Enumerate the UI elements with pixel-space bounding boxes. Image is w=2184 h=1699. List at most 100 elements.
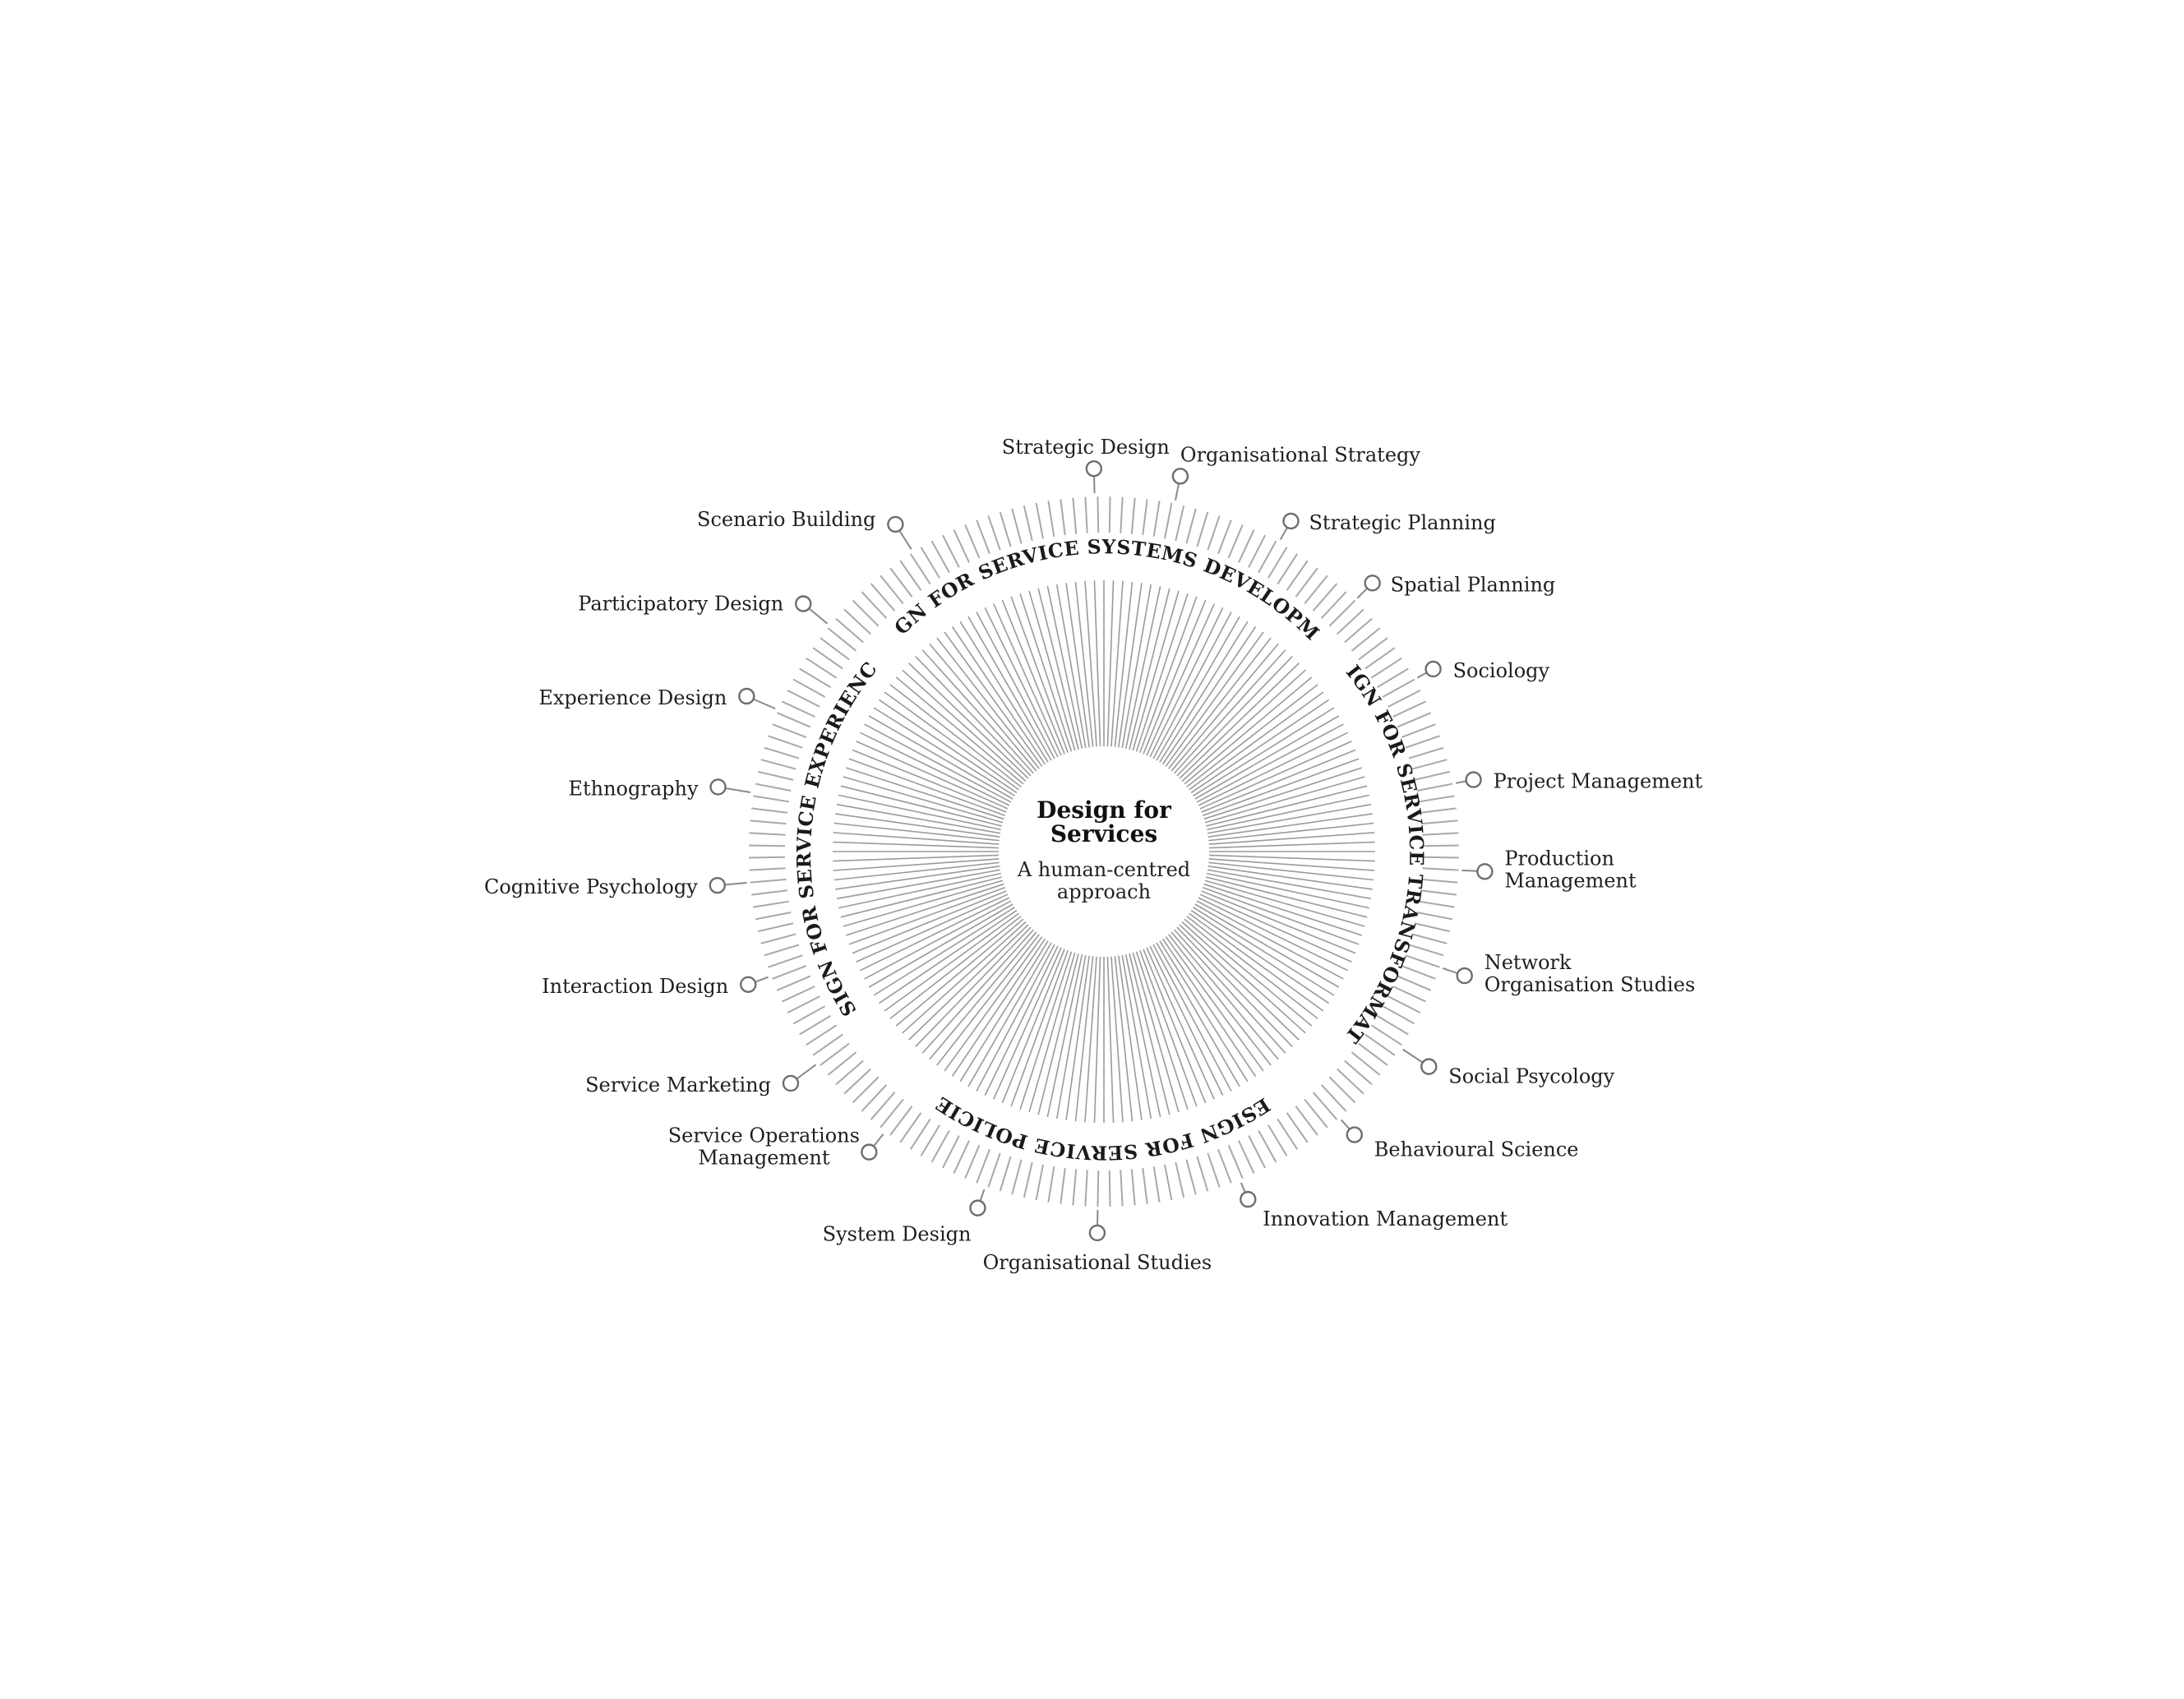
outer-ray bbox=[1217, 1148, 1232, 1184]
inner-ray bbox=[852, 749, 1007, 813]
inner-ray bbox=[1208, 822, 1374, 842]
outer-ray bbox=[1388, 689, 1421, 708]
outer-ray bbox=[1277, 1118, 1299, 1150]
discipline-dot bbox=[861, 1143, 878, 1161]
center-title-line2: Services bbox=[1050, 820, 1157, 847]
discipline-dot bbox=[1364, 575, 1381, 592]
outer-ray bbox=[757, 922, 794, 933]
inner-ray bbox=[1201, 749, 1356, 813]
inner-ray bbox=[1093, 956, 1101, 1123]
discipline-label: Strategic Planning bbox=[1309, 511, 1495, 534]
inner-ray bbox=[1135, 951, 1189, 1110]
outer-ray bbox=[1286, 1112, 1309, 1143]
inner-ray bbox=[833, 858, 1000, 871]
outer-ray bbox=[1419, 795, 1455, 803]
outer-ray bbox=[751, 889, 788, 896]
outer-ray bbox=[764, 746, 800, 759]
discipline-label: Service Marketing bbox=[585, 1073, 771, 1097]
outer-ray bbox=[1370, 657, 1402, 679]
outer-ray bbox=[750, 878, 787, 884]
outer-ray bbox=[861, 1084, 888, 1112]
outer-ray bbox=[1408, 944, 1444, 957]
outer-ray bbox=[930, 1129, 950, 1163]
outer-ray bbox=[1411, 933, 1448, 944]
discipline-dot bbox=[887, 515, 904, 533]
discipline-node: Behavioural Science bbox=[1341, 1119, 1579, 1161]
inner-ray bbox=[835, 813, 1000, 838]
inner-ray bbox=[1206, 876, 1368, 918]
outer-ray bbox=[1405, 954, 1440, 968]
inner-ray bbox=[856, 741, 1009, 810]
inner-ray bbox=[1181, 669, 1306, 782]
discipline-node: Experience Design bbox=[538, 686, 776, 710]
inner-ray bbox=[833, 854, 1000, 862]
inner-ray bbox=[1143, 949, 1207, 1104]
inner-ray bbox=[1106, 956, 1115, 1123]
outer-ray bbox=[820, 637, 850, 661]
outer-ray bbox=[1023, 1161, 1033, 1198]
inner-ray bbox=[1028, 590, 1076, 751]
outer-ray bbox=[776, 975, 811, 991]
inner-ray bbox=[1156, 942, 1240, 1087]
inner-ray bbox=[1084, 580, 1097, 747]
outer-ray bbox=[749, 867, 786, 871]
outer-ray bbox=[782, 700, 815, 718]
inner-ray bbox=[1110, 580, 1124, 747]
inner-ray bbox=[984, 607, 1059, 758]
inner-ray bbox=[1132, 952, 1180, 1113]
outer-ray bbox=[1401, 965, 1436, 980]
inner-ray bbox=[951, 626, 1046, 765]
inner-ray-ring bbox=[833, 580, 1375, 1123]
discipline-node: Organisational Studies bbox=[983, 1209, 1212, 1274]
outer-ray bbox=[1248, 534, 1267, 568]
inner-ray bbox=[1179, 663, 1300, 779]
inner-ray bbox=[1055, 584, 1087, 749]
outer-ray bbox=[899, 560, 922, 591]
outer-ray bbox=[749, 856, 786, 859]
inner-ray bbox=[1118, 955, 1143, 1120]
outer-ray bbox=[1164, 1164, 1173, 1201]
inner-ray bbox=[1207, 866, 1373, 890]
inner-ray bbox=[1001, 949, 1065, 1104]
inner-ray bbox=[873, 707, 1015, 796]
inner-ray bbox=[929, 931, 1037, 1060]
outer-ray bbox=[941, 534, 960, 568]
inner-ray bbox=[878, 699, 1018, 794]
outer-ray bbox=[1312, 583, 1338, 612]
inner-ray bbox=[1208, 861, 1374, 881]
outer-ray bbox=[999, 511, 1012, 547]
inner-ray bbox=[848, 887, 1005, 945]
outer-ray bbox=[1351, 627, 1381, 652]
inner-ray bbox=[1019, 593, 1073, 752]
outer-ray bbox=[1320, 591, 1347, 619]
outer-ray bbox=[1072, 1169, 1078, 1206]
inner-ray bbox=[1196, 900, 1344, 980]
outer-ray bbox=[1377, 667, 1409, 689]
outer-ray bbox=[1130, 1169, 1136, 1206]
outer-ray bbox=[1312, 1092, 1338, 1120]
outer-ray bbox=[889, 1106, 913, 1136]
inner-ray bbox=[1179, 924, 1300, 1041]
inner-ray bbox=[1146, 947, 1215, 1100]
inner-ray bbox=[852, 890, 1007, 954]
outer-ray bbox=[1397, 975, 1432, 991]
outer-ray bbox=[930, 540, 950, 574]
inner-ray bbox=[1204, 776, 1365, 824]
outer-ray bbox=[909, 553, 931, 585]
outer-ray bbox=[792, 678, 826, 698]
outer-ray bbox=[1422, 867, 1459, 871]
inner-ray bbox=[845, 767, 1004, 820]
svg-text:DESIGN FOR SERVICE SYSTEMS DEV: DESIGN FOR SERVICE SYSTEMS DEVELOPMENT bbox=[0, 0, 1324, 645]
inner-ray bbox=[1208, 841, 1375, 849]
inner-ray bbox=[836, 869, 1001, 900]
outer-ray bbox=[1295, 1106, 1318, 1136]
outer-ray bbox=[1120, 496, 1124, 533]
outer-ray bbox=[861, 591, 888, 619]
inner-ray bbox=[1203, 758, 1360, 816]
center-title-line1: Design for bbox=[1037, 796, 1172, 824]
inner-ray bbox=[959, 940, 1049, 1083]
discipline-node: Project Management bbox=[1455, 770, 1703, 793]
outer-ray bbox=[1422, 844, 1459, 847]
